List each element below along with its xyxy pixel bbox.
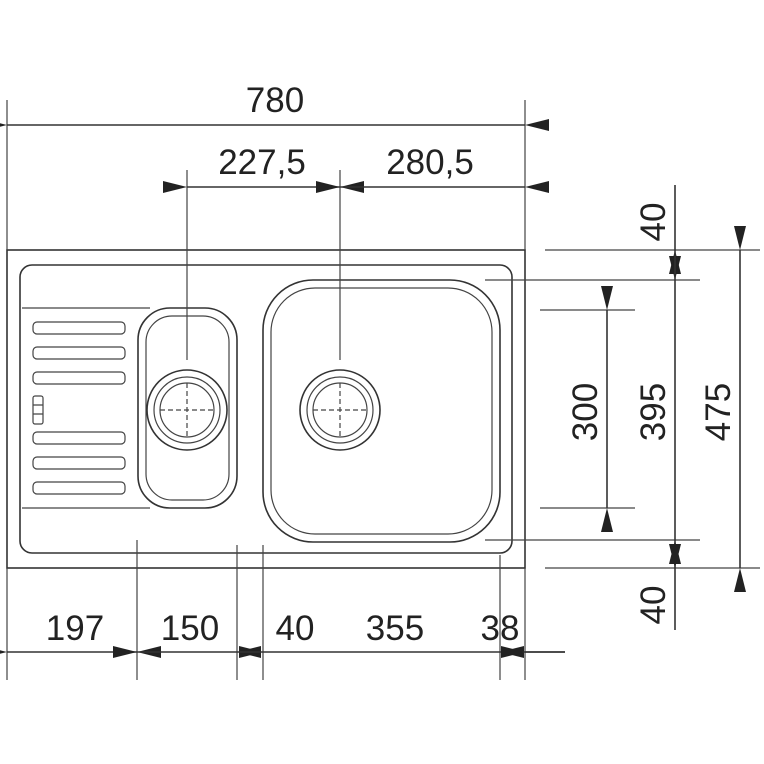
dim-large-drain-offset: 280,5 [386,143,474,182]
drainer-grooves [32,321,126,495]
dim-bowl-gap: 40 [276,609,315,648]
small-bowl-drain [146,369,228,451]
dim-right-margin: 38 [481,609,520,648]
dim-top-margin: 40 [634,203,673,242]
large-bowl-drain [299,369,381,451]
sink-outline [6,249,526,569]
overflow-icon [32,395,44,425]
dim-overall-width: 780 [246,81,304,120]
dim-large-bowl-width: 355 [366,609,424,648]
large-bowl [262,279,501,543]
dim-small-drain-offset: 227,5 [218,143,306,182]
dim-overall-depth: 475 [699,383,738,441]
dim-drainer-width: 197 [46,609,104,648]
dim-small-bowl-depth: 300 [566,383,605,441]
dimension-lines [0,119,746,658]
dim-large-bowl-depth: 395 [634,383,673,441]
dim-bottom-margin: 40 [634,586,673,625]
dim-small-bowl-width: 150 [161,609,219,648]
extension-lines [6,100,760,680]
